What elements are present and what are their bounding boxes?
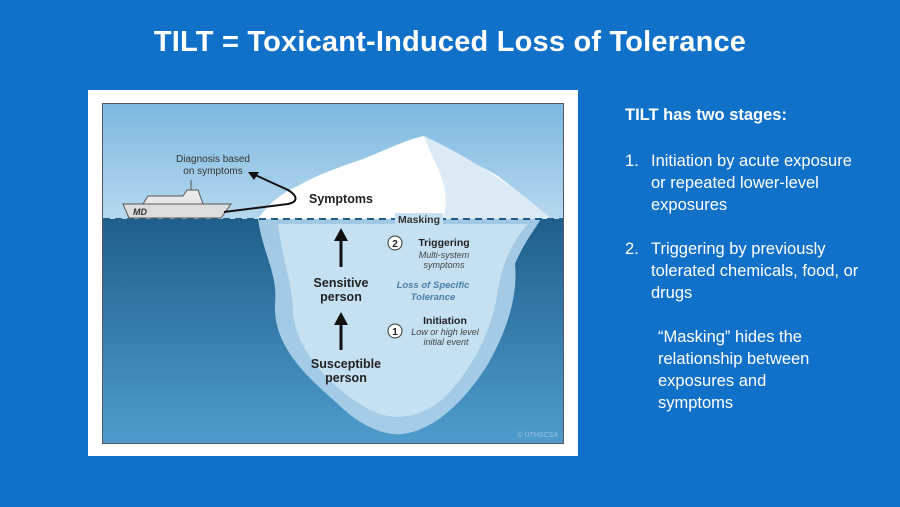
- step-2-number: 2: [392, 239, 398, 250]
- ship-icon: [122, 180, 232, 219]
- stage-item: 2. Triggering by previously tolerated ch…: [625, 238, 895, 304]
- loss-of-tolerance: Tolerance: [411, 292, 456, 303]
- stage-item: 1. Initiation by acute exposure or repea…: [625, 150, 895, 216]
- triggering-sub: Multi-system: [419, 250, 470, 260]
- arrow-up-icon: [334, 312, 348, 350]
- triggering-title: Triggering: [418, 237, 469, 249]
- symptoms-label: Symptoms: [309, 192, 373, 206]
- arrowhead: [248, 172, 259, 180]
- arrow-symptoms-to-diagnosis: [223, 173, 297, 213]
- step-1-number: 1: [392, 327, 398, 338]
- loss-of-tolerance: Loss of Specific: [397, 280, 471, 291]
- iceberg-shade: [424, 136, 551, 219]
- masking-note: “Masking” hides the relationship between…: [658, 328, 810, 412]
- iceberg-figure: MD Diagnosis based on symptoms Symptoms …: [88, 90, 578, 456]
- slide-title: TILT = Toxicant-Induced Loss of Toleranc…: [153, 26, 747, 58]
- triggering-sub: symptoms: [423, 260, 465, 270]
- stage-number: 1.: [625, 152, 639, 170]
- susceptible-person: person: [325, 371, 367, 385]
- initiation-sub: Low or high level: [411, 327, 480, 337]
- stages-heading: TILT has two stages:: [625, 106, 787, 124]
- masking-bg: [395, 213, 443, 225]
- susceptible-person: Susceptible: [311, 357, 381, 371]
- sensitive-person: person: [320, 290, 362, 304]
- iceberg-inner: [278, 224, 528, 417]
- diagnosis-label: on symptoms: [183, 166, 242, 177]
- stages-panel: TILT has two stages: 1. Initiation by ac…: [625, 104, 895, 414]
- step-2-badge: [387, 235, 403, 251]
- masking-label: Masking: [398, 214, 440, 226]
- sensitive-person: Sensitive: [314, 276, 369, 290]
- stage-number: 2.: [625, 240, 639, 258]
- step-1-badge: [387, 323, 403, 339]
- stage-text: Triggering by previously tolerated chemi…: [651, 240, 859, 302]
- stage-text: Initiation by acute exposure or repeated…: [651, 152, 852, 214]
- initiation-title: Initiation: [423, 315, 467, 327]
- iceberg-diagram: MD Diagnosis based on symptoms Symptoms …: [102, 103, 564, 444]
- arrow-up-icon: [334, 228, 348, 267]
- copyright: © UTHSCSA: [517, 431, 558, 439]
- diagnosis-label: Diagnosis based: [176, 154, 250, 165]
- ship-label: MD: [133, 207, 147, 217]
- initiation-sub: initial event: [423, 337, 469, 347]
